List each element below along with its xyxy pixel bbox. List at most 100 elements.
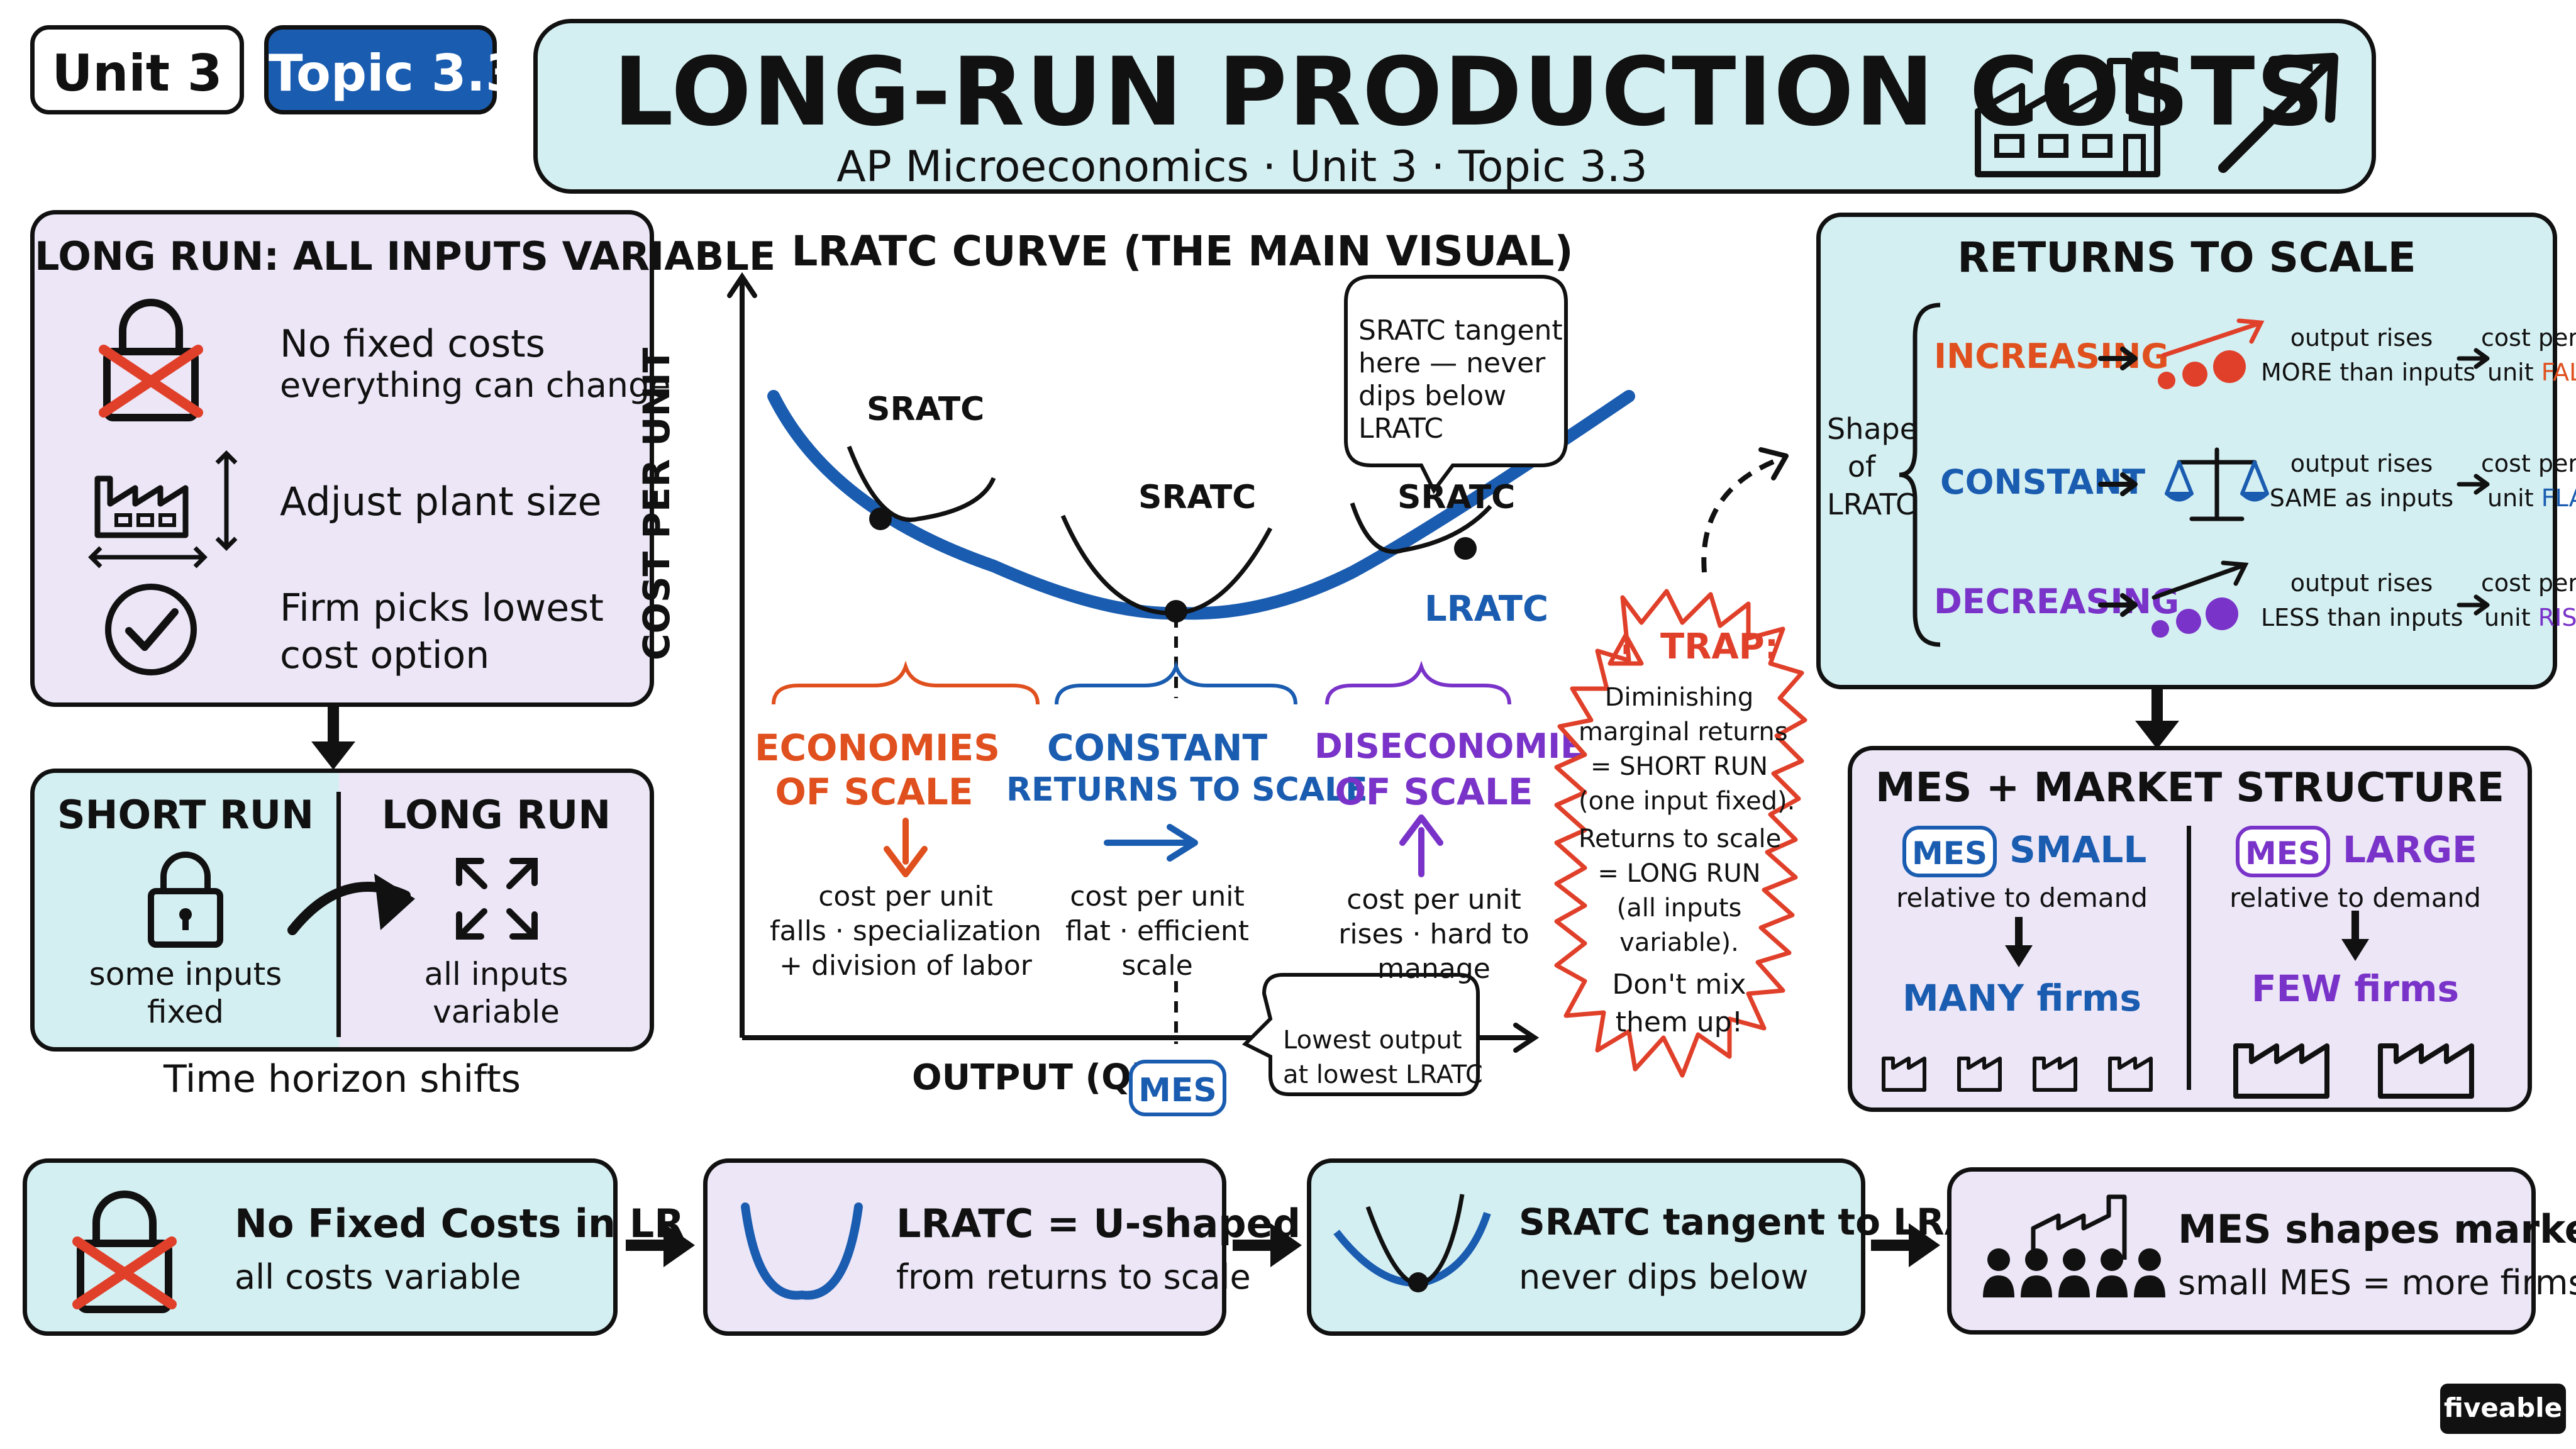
arrow-icon bbox=[2457, 348, 2490, 369]
many-factories-icon bbox=[1882, 1057, 2153, 1092]
decreasing-output-1: output rises bbox=[2290, 569, 2433, 597]
economies-title-2: OF SCALE bbox=[775, 770, 974, 813]
summary-1-sub: all costs variable bbox=[235, 1257, 521, 1297]
trap-burst bbox=[1554, 589, 1807, 1078]
bubble-line-3: dips below bbox=[1358, 380, 1507, 412]
mes-market-title: MES + MARKET STRUCTURE bbox=[1875, 765, 2505, 811]
tangent-bubble-shape bbox=[1344, 275, 1568, 494]
summary-2-sub: from returns to scale bbox=[896, 1257, 1251, 1297]
rising-dots-icon bbox=[2158, 318, 2265, 389]
constant-title-2: RETURNS TO SCALE bbox=[1006, 771, 1368, 809]
mes-large-size: LARGE bbox=[2343, 828, 2477, 871]
mes-small-size: SMALL bbox=[2009, 828, 2147, 871]
some-inputs: some inputs bbox=[89, 956, 282, 992]
trap-line-4: (one input fixed). bbox=[1579, 787, 1796, 816]
mes-badge: MES bbox=[1129, 1060, 1226, 1116]
increasing-output-1: output rises bbox=[2290, 324, 2433, 352]
diseconomies-desc-3: manage bbox=[1377, 953, 1491, 985]
sratc-label-3: SRATC bbox=[1397, 479, 1516, 516]
mes-market-panel: MES + MARKET STRUCTURE MES SMALL relativ… bbox=[1848, 746, 2532, 1112]
long-run-title: LONG RUN: ALL INPUTS VARIABLE bbox=[35, 233, 776, 279]
trap-line-6: = LONG RUN bbox=[1597, 859, 1761, 888]
tangent-point-3 bbox=[1454, 537, 1477, 560]
long-run-panel: LONG RUN: ALL INPUTS VARIABLE No fixed c… bbox=[30, 210, 776, 707]
arrow-right-3 bbox=[1871, 1223, 1940, 1267]
decreasing-label: DECREASING bbox=[1934, 582, 2180, 621]
curved-arrow-icon bbox=[287, 874, 415, 935]
sratc-curve-3 bbox=[1350, 502, 1492, 554]
shape-label-2: of bbox=[1847, 450, 1876, 484]
fixed: fixed bbox=[147, 994, 225, 1030]
summary-card-1: No Fixed Costs in LR all costs variable bbox=[23, 1158, 684, 1336]
mes-large-badge-label: MES bbox=[2245, 835, 2321, 872]
up-arrow-icon bbox=[2218, 53, 2338, 173]
economies-brace bbox=[772, 660, 1040, 705]
mes-large-badge: MES bbox=[2236, 826, 2330, 877]
diseconomies-title-1: DISECONOMIES bbox=[1314, 726, 1608, 766]
summary-card-2: LRATC = U-shaped from returns to scale bbox=[703, 1158, 1301, 1336]
mes-note-2: at lowest LRATC bbox=[1283, 1060, 1483, 1089]
decreasing-cost-1: cost per bbox=[2481, 569, 2576, 597]
adjust-plant-size: Adjust plant size bbox=[280, 479, 602, 525]
constant-cost-2: unit FLAT bbox=[2487, 484, 2576, 513]
mes-large-rel: relative to demand bbox=[2229, 882, 2481, 913]
dashed-arrow bbox=[1701, 447, 1789, 573]
tangent-curve-icon bbox=[1333, 1194, 1491, 1292]
falls-word: FALLS bbox=[2541, 358, 2576, 386]
unit-badge: Unit 3 bbox=[30, 25, 244, 114]
chart-area bbox=[727, 272, 1635, 1096]
divider bbox=[336, 792, 341, 1037]
brand-label: fiveable bbox=[2443, 1392, 2563, 1423]
left-brace bbox=[1899, 303, 1941, 647]
sratc-label-2: SRATC bbox=[1138, 479, 1257, 516]
increasing-output-2: MORE than inputs bbox=[2261, 358, 2476, 386]
increasing-cost-1: cost per bbox=[2481, 324, 2576, 352]
no-fixed-costs: No fixed costs bbox=[280, 322, 545, 366]
x-axis-label: OUTPUT (Q) bbox=[912, 1057, 1148, 1098]
bubble-line-2: here — never bbox=[1358, 347, 1546, 379]
page-subtitle: AP Microeconomics · Unit 3 · Topic 3.3 bbox=[836, 142, 1648, 192]
factory-people-icon bbox=[1983, 1194, 2165, 1297]
tangent-point-2 bbox=[1165, 600, 1187, 623]
economies-desc-2: falls · specialization bbox=[770, 915, 1041, 947]
plant-resize-icon bbox=[88, 450, 238, 569]
title-banner: LONG-RUN PRODUCTION COSTS AP Microeconom… bbox=[533, 19, 2376, 194]
y-axis-label: COST PER UNIT bbox=[635, 347, 678, 660]
brand-badge: fiveable bbox=[2440, 1384, 2566, 1434]
lratc-label: LRATC bbox=[1424, 589, 1549, 630]
factory-icon bbox=[1975, 52, 2160, 177]
unit-label: Unit 3 bbox=[52, 44, 223, 103]
shape-label-1: Shape bbox=[1827, 412, 1918, 446]
topic-badge: Topic 3.3 bbox=[264, 25, 521, 114]
constant-brace bbox=[1055, 660, 1297, 705]
trap-line-5: Returns to scale bbox=[1579, 824, 1782, 853]
mes-small-badge-label: MES bbox=[1912, 835, 1987, 872]
constant-desc-3: scale bbox=[1121, 950, 1193, 982]
down-arrow-icon bbox=[311, 707, 355, 770]
arrow-icon bbox=[2457, 474, 2490, 495]
trap-line-8: variable). bbox=[1619, 928, 1739, 957]
trap-line-9: Don't mix bbox=[1612, 969, 1746, 1001]
expand-icon bbox=[456, 858, 538, 940]
economies-desc-3: + division of labor bbox=[779, 950, 1032, 982]
trap-line-1: Diminishing bbox=[1604, 683, 1754, 712]
trap-line-2: marginal returns bbox=[1579, 718, 1788, 747]
arrow-right-1 bbox=[626, 1223, 695, 1267]
rising-dots-purple-icon bbox=[2151, 560, 2249, 638]
few-factories-icon bbox=[2233, 1043, 2474, 1099]
summary-card-3: SRATC tangent to LRATC never dips below bbox=[1307, 1158, 2021, 1336]
constant-output-2: SAME as inputs bbox=[2269, 484, 2454, 512]
summary-4-sub: small MES = more firms bbox=[2178, 1263, 2576, 1302]
variable: variable bbox=[433, 994, 560, 1030]
lock-icon bbox=[148, 852, 223, 948]
arrow-icon bbox=[2098, 593, 2138, 617]
down-arrow-icon-2 bbox=[2135, 689, 2179, 749]
short-long-panel: SHORT RUN some inputs fixed LONG RUN all… bbox=[30, 769, 654, 1052]
rises-word: RISES bbox=[2538, 604, 2576, 631]
many-firms: MANY firms bbox=[1902, 977, 2141, 1019]
long-run-title-2: LONG RUN bbox=[381, 792, 611, 838]
trap-line-7: (all inputs bbox=[1616, 894, 1742, 923]
diseconomies-brace bbox=[1325, 660, 1511, 705]
constant-desc-2: flat · efficient bbox=[1065, 915, 1250, 947]
short-run-title: SHORT RUN bbox=[57, 792, 314, 838]
